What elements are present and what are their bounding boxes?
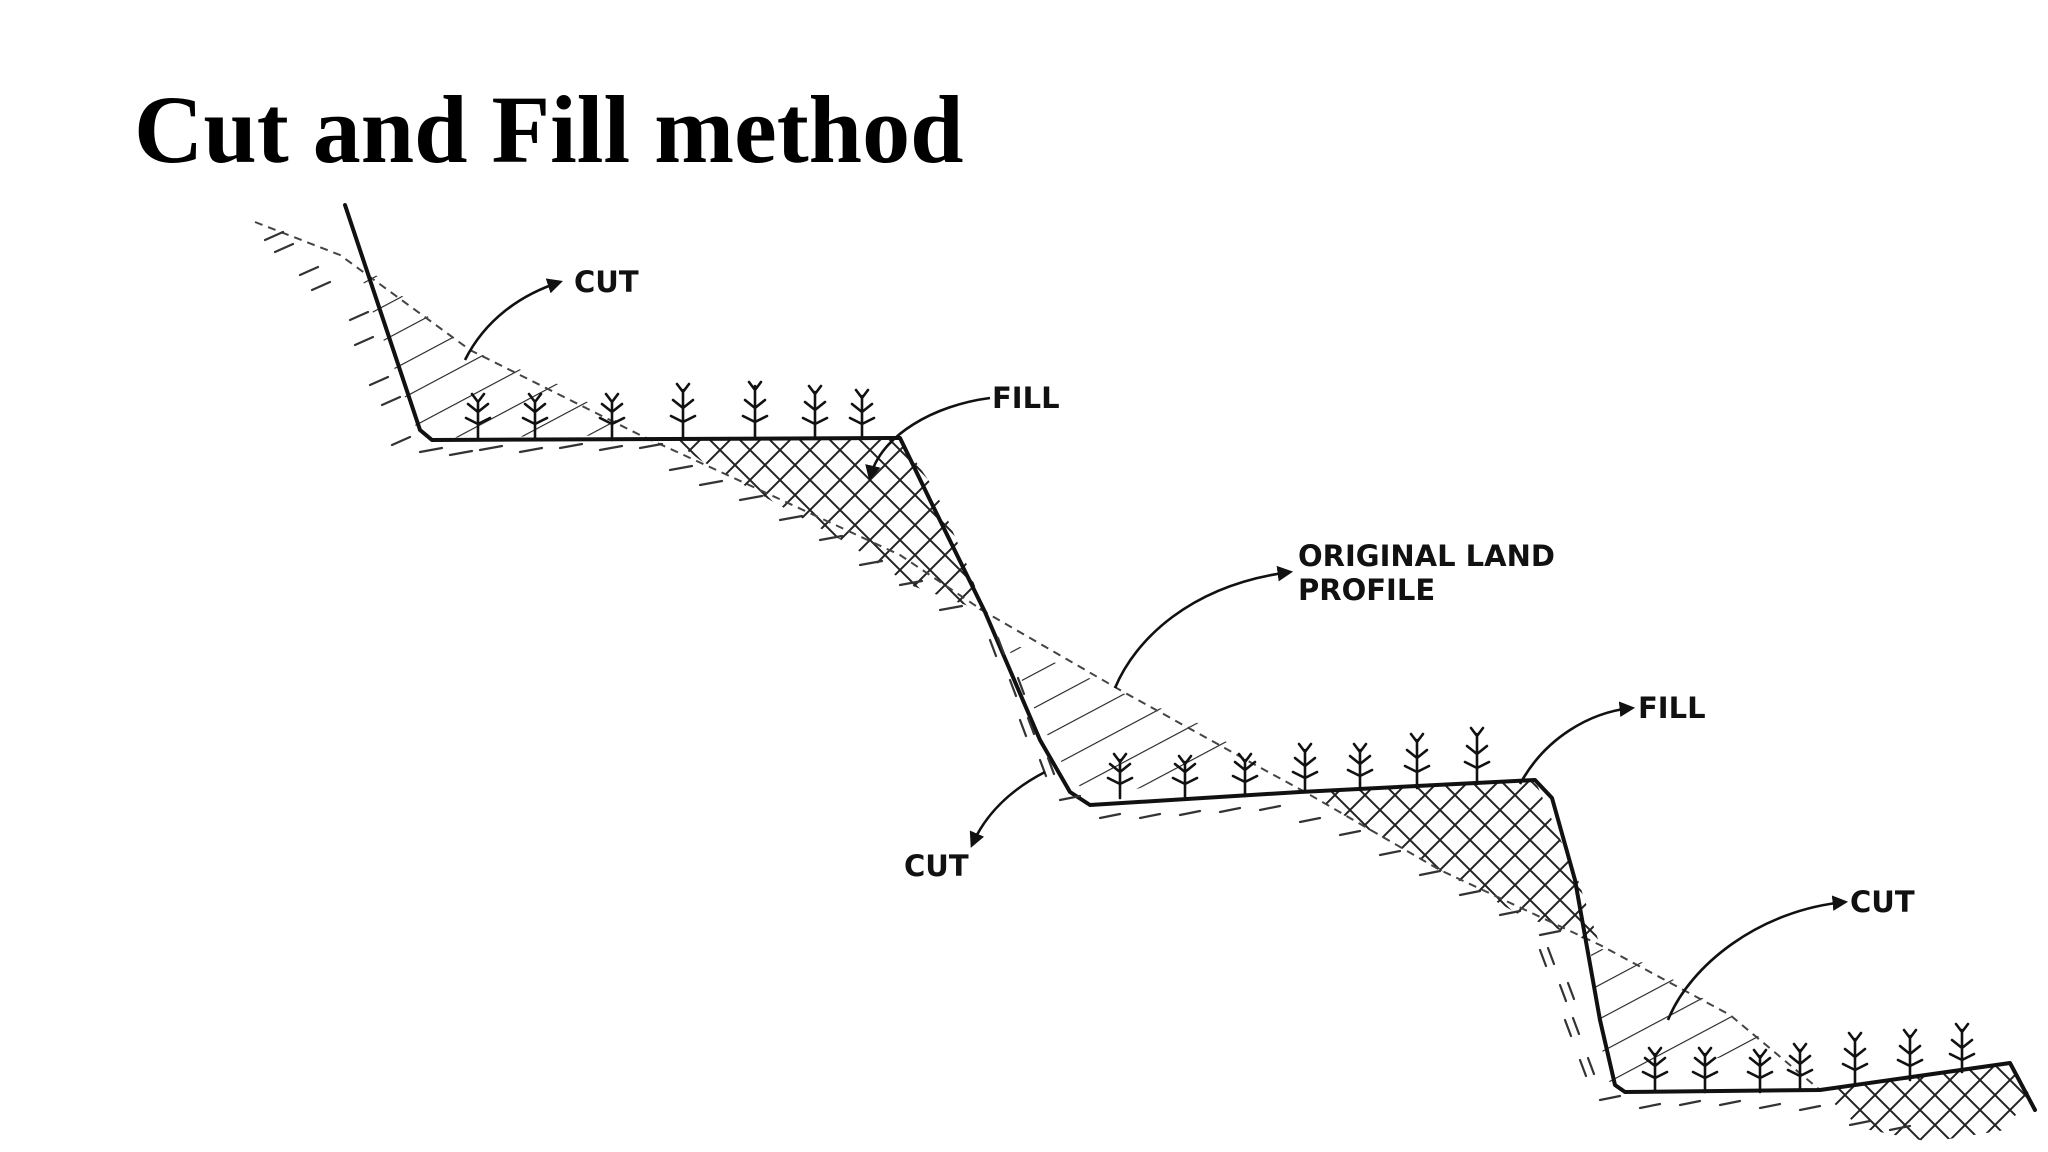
plant xyxy=(1786,1042,1814,1092)
label-fill-middle: FILL xyxy=(1638,691,1706,725)
plant xyxy=(598,392,626,442)
plant xyxy=(1948,1022,1976,1074)
arrow-cut-middle xyxy=(969,770,1046,848)
label-original-line1: ORIGINAL LAND xyxy=(1298,539,1555,573)
cut-region-bottom xyxy=(1590,945,1770,1085)
fill-region-middle xyxy=(1305,780,1600,945)
plant xyxy=(1841,1031,1869,1087)
plant xyxy=(1403,732,1431,790)
plant xyxy=(1896,1028,1924,1082)
label-cut-middle: CUT xyxy=(904,849,969,883)
arrow-original-profile xyxy=(1113,565,1294,689)
plant xyxy=(741,380,769,440)
plant xyxy=(1463,726,1491,786)
label-original-line2: PROFILE xyxy=(1298,573,1435,607)
plant xyxy=(1641,1046,1669,1094)
terrace-profile-outline xyxy=(343,203,2037,1112)
arrow-cut-bottom xyxy=(1666,895,1849,1021)
slide-title: Cut and Fill method xyxy=(134,76,964,183)
plant xyxy=(1171,754,1199,800)
plant xyxy=(801,384,829,440)
fill-regions xyxy=(670,438,2030,1142)
plant xyxy=(1291,742,1319,794)
label-cut-top: CUT xyxy=(574,265,639,299)
label-fill-top: FILL xyxy=(992,381,1060,415)
plant xyxy=(1346,742,1374,792)
plant xyxy=(1746,1048,1774,1094)
plant xyxy=(1231,752,1259,798)
cut-region-top xyxy=(355,255,640,438)
arrow-cut-top xyxy=(463,278,563,361)
callout-arrows xyxy=(463,278,1849,1021)
fill-region-top xyxy=(670,438,985,612)
label-cut-bottom: CUT xyxy=(1850,885,1915,919)
plant xyxy=(669,382,697,440)
plant xyxy=(1106,752,1134,800)
cut-regions xyxy=(355,255,1770,1085)
plant xyxy=(521,392,549,442)
plants xyxy=(464,380,1976,1094)
plant xyxy=(1691,1046,1719,1094)
arrow-fill-middle xyxy=(1518,701,1636,785)
original-land-profile-line xyxy=(254,221,1821,1091)
soil-marks xyxy=(263,230,1912,1132)
plant xyxy=(848,388,876,440)
arrow-fill-top xyxy=(865,396,991,482)
plant xyxy=(464,392,492,442)
